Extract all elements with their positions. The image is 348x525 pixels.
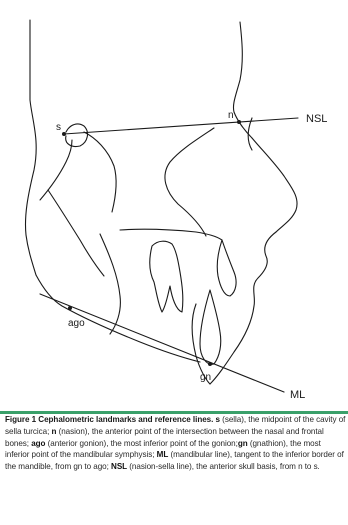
nsl-line — [64, 118, 298, 134]
caption-text-nsl: (nasion-sella line), the anterior skull … — [127, 462, 320, 471]
sella-point — [62, 132, 66, 136]
nasal-profile — [233, 22, 252, 138]
gnathion-point — [208, 362, 212, 366]
gonion-point — [68, 306, 72, 310]
caption-term-ago: ago — [31, 439, 45, 448]
incisor-upper — [217, 240, 236, 296]
orbit-outline — [165, 128, 214, 236]
caption-term-ml: ML — [157, 450, 169, 459]
sella-label: s — [56, 122, 61, 133]
pterygoid-line — [48, 190, 104, 276]
caption-text-ago: (anterior gonion), the most inferior poi… — [45, 439, 237, 448]
gonion-label: ago — [68, 318, 85, 329]
sella-turcica — [66, 124, 88, 147]
cranial-outline — [25, 20, 36, 275]
soft-tissue-nose — [252, 138, 297, 232]
caption-term-nsl: NSL — [111, 462, 127, 471]
caption-title: Figure 1 Cephalometric landmarks and ref… — [5, 415, 213, 424]
figure-caption: Figure 1 Cephalometric landmarks and ref… — [5, 414, 346, 473]
maxilla-line — [120, 229, 222, 240]
nasion-point — [237, 120, 241, 124]
nsl-label: NSL — [306, 113, 327, 125]
ml-label: ML — [290, 389, 305, 401]
nasion-label: n — [228, 110, 234, 121]
skull-base-curve — [40, 140, 72, 200]
caption-term-gn: gn — [238, 439, 248, 448]
ml-line — [40, 294, 284, 392]
soft-tissue-lips — [210, 232, 276, 384]
gnathion-label: gn — [200, 372, 211, 383]
incisor-lower — [200, 290, 221, 364]
clivus-line — [84, 132, 116, 212]
molar-tooth — [150, 241, 183, 312]
